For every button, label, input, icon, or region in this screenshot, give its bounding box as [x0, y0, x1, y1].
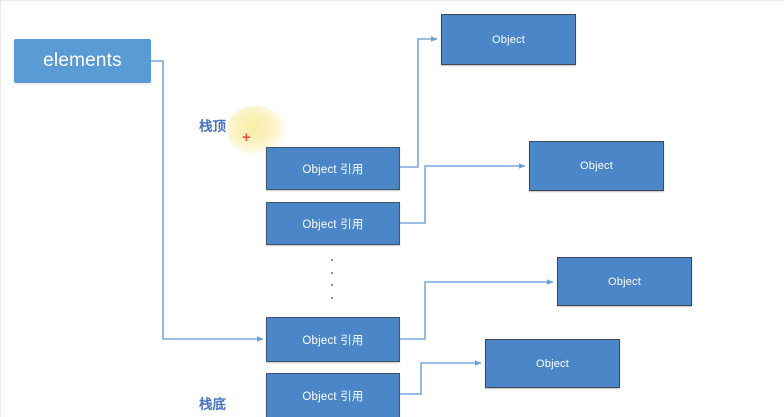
ellipsis-dot: [331, 259, 333, 261]
connector-cell3-to-object3: [400, 279, 554, 340]
stack-cell-label: Object 引用: [302, 218, 364, 231]
stack-cell-2[interactable]: Object 引用: [266, 317, 400, 362]
connector-cell4-to-object4: [400, 360, 482, 395]
object-box-1[interactable]: Object: [529, 141, 664, 191]
stack-top-label: 栈顶: [199, 119, 226, 135]
plus-marker: +: [242, 129, 251, 146]
stack-cell-3[interactable]: Object 引用: [266, 373, 400, 417]
object-box-3[interactable]: Object: [485, 339, 620, 388]
vertical-ellipsis: [330, 259, 334, 299]
connector-cell1-to-object1: [400, 36, 438, 168]
ellipsis-dot: [331, 284, 333, 287]
stack-cell-label: Object 引用: [302, 334, 364, 347]
object-label: Object: [608, 275, 641, 288]
object-box-0[interactable]: Object: [441, 14, 576, 65]
stack-cell-label: Object 引用: [302, 390, 364, 403]
object-label: Object: [536, 357, 569, 370]
stack-cell-label: Object 引用: [302, 163, 364, 176]
connector-elements-to-stack: [151, 60, 264, 342]
connector-cell2-to-object2: [400, 163, 526, 224]
ellipsis-dot: [331, 271, 333, 274]
ellipsis-dot: [331, 296, 333, 299]
object-label: Object: [492, 33, 525, 46]
object-label: Object: [580, 160, 613, 172]
elements-box[interactable]: elements: [14, 39, 151, 83]
elements-label: elements: [43, 50, 122, 71]
object-box-2[interactable]: Object: [557, 257, 692, 306]
stack-cell-0[interactable]: Object 引用: [266, 147, 400, 190]
stack-bottom-label: 栈底: [199, 397, 226, 413]
stack-cell-1[interactable]: Object 引用: [266, 202, 400, 245]
